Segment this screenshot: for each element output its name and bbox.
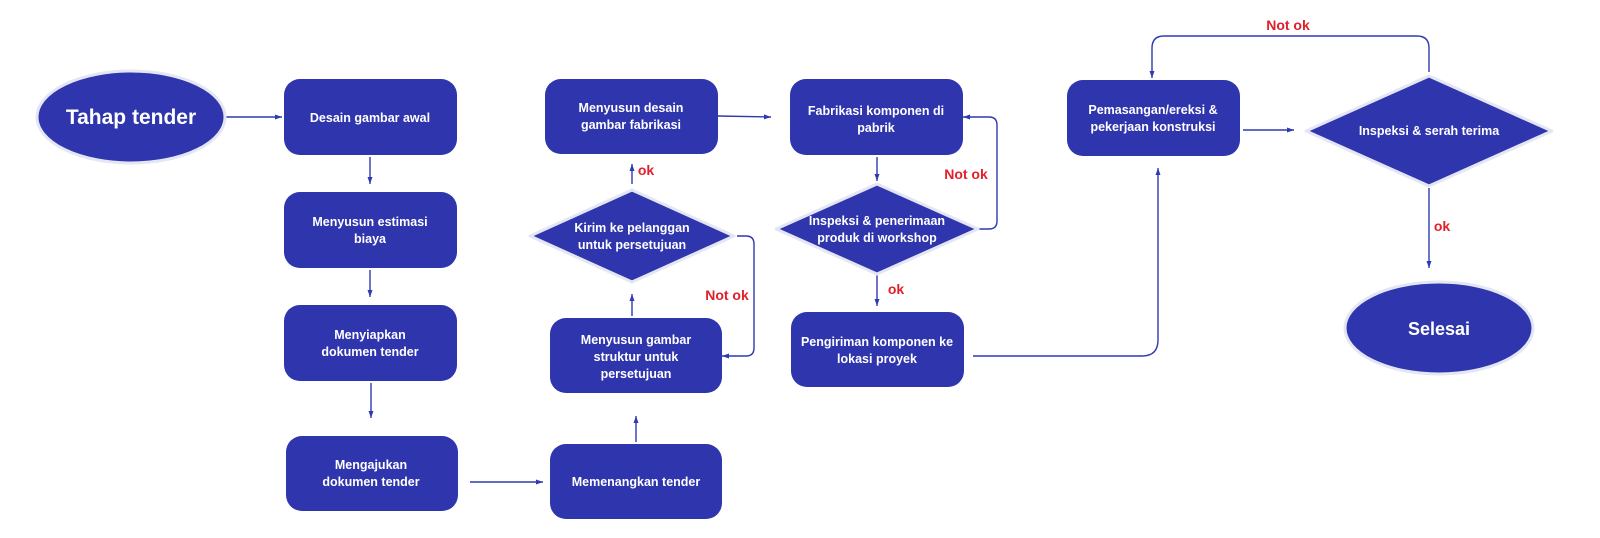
svg-text:Selesai: Selesai <box>1408 319 1470 339</box>
svg-text:pekerjaan konstruksi: pekerjaan konstruksi <box>1090 120 1215 134</box>
edge-desain-fabrikasi-to-fabrikasi <box>717 114 772 120</box>
node-memenangkan-tender: Memenangkan tender <box>550 444 722 519</box>
svg-text:dokumen tender: dokumen tender <box>322 475 419 489</box>
svg-text:Inspeksi & serah terima: Inspeksi & serah terima <box>1359 124 1500 138</box>
svg-text:Mengajukan: Mengajukan <box>335 458 407 472</box>
node-kirim-ke-pelanggan: Kirim ke pelanggan untuk persetujuan <box>528 188 736 284</box>
svg-text:lokasi proyek: lokasi proyek <box>837 352 917 366</box>
node-fabrikasi-komponen: Fabrikasi komponen di pabrik <box>790 79 963 155</box>
svg-text:Pemasangan/ereksi &: Pemasangan/ereksi & <box>1088 103 1217 117</box>
svg-text:Memenangkan tender: Memenangkan tender <box>572 475 701 489</box>
svg-text:Tahap tender: Tahap tender <box>66 106 196 129</box>
svg-text:Kirim ke pelanggan: Kirim ke pelanggan <box>574 221 689 235</box>
node-pemasangan-ereksi: Pemasangan/ereksi & pekerjaan konstruksi <box>1067 80 1240 156</box>
node-inspeksi-penerimaan: Inspeksi & penerimaan produk di workshop <box>774 182 980 276</box>
svg-text:dokumen tender: dokumen tender <box>321 345 418 359</box>
svg-text:untuk persetujuan: untuk persetujuan <box>578 238 686 252</box>
svg-text:Fabrikasi komponen di: Fabrikasi komponen di <box>808 104 944 118</box>
edge-label-notok-final: Not ok <box>1266 17 1310 33</box>
svg-text:Desain gambar awal: Desain gambar awal <box>310 111 430 125</box>
node-menyusun-desain-fabrikasi: Menyusun desain gambar fabrikasi <box>545 79 718 154</box>
svg-text:produk di workshop: produk di workshop <box>817 231 937 245</box>
svg-text:Pengiriman komponen ke: Pengiriman komponen ke <box>801 335 953 349</box>
edge-label-ok-customer: ok <box>638 162 655 178</box>
node-menyusun-gambar-struktur: Menyusun gambar struktur untuk persetuju… <box>550 318 722 393</box>
edge-serah-terima-notok-to-pemasangan <box>1149 35 1430 78</box>
node-pengiriman-komponen: Pengiriman komponen ke lokasi proyek <box>791 312 964 387</box>
svg-text:Menyusun estimasi: Menyusun estimasi <box>312 215 427 229</box>
edge-label-ok-final: ok <box>1434 218 1451 234</box>
node-selesai: Selesai <box>1343 280 1535 376</box>
edge-kirim-notok-to-struktur <box>722 235 755 359</box>
node-mengajukan-dokumen: Mengajukan dokumen tender <box>286 436 458 511</box>
edge-label-notok-workshop: Not ok <box>944 166 988 182</box>
svg-text:Menyiapkan: Menyiapkan <box>334 328 406 342</box>
node-desain-gambar-awal: Desain gambar awal <box>284 79 457 155</box>
svg-text:struktur untuk: struktur untuk <box>594 350 679 364</box>
svg-text:Menyusun desain: Menyusun desain <box>579 101 684 115</box>
edge-pengiriman-to-pemasangan <box>973 168 1161 357</box>
node-tahap-tender: Tahap tender <box>35 69 227 165</box>
node-inspeksi-serah-terima: Inspeksi & serah terima <box>1304 74 1554 188</box>
edge-label-ok-workshop: ok <box>888 281 905 297</box>
edge-inspeksi-notok-to-fabrikasi <box>963 114 998 230</box>
svg-text:biaya: biaya <box>354 232 387 246</box>
svg-text:persetujuan: persetujuan <box>601 367 672 381</box>
edge-label-notok-customer: Not ok <box>705 287 749 303</box>
svg-text:pabrik: pabrik <box>857 121 895 135</box>
node-menyiapkan-dokumen: Menyiapkan dokumen tender <box>284 305 457 381</box>
svg-text:Menyusun gambar: Menyusun gambar <box>581 333 692 347</box>
node-menyusun-estimasi: Menyusun estimasi biaya <box>284 192 457 268</box>
svg-text:Inspeksi & penerimaan: Inspeksi & penerimaan <box>809 214 945 228</box>
svg-text:gambar fabrikasi: gambar fabrikasi <box>581 118 681 132</box>
